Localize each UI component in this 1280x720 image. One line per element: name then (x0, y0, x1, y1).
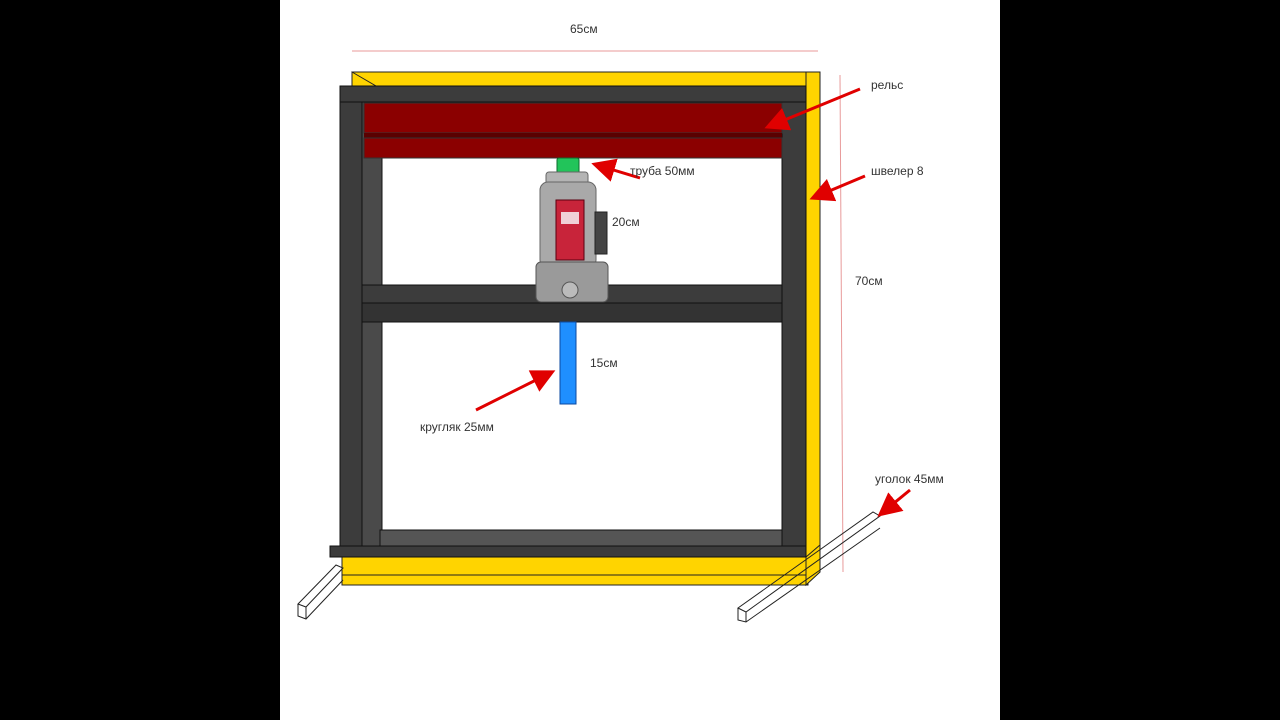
round-bar-label: кругляк 25мм (420, 420, 494, 434)
pointer-arrows (475, 87, 911, 517)
rail (363, 102, 783, 159)
angle-left (297, 564, 344, 620)
height-dimension-line (839, 74, 844, 573)
pipe-label: труба 50мм (630, 164, 695, 178)
width-label: 65см (570, 22, 598, 36)
jack-height-label: 20см (612, 215, 640, 229)
channel-label: швелер 8 (871, 164, 924, 178)
rod-length-label: 15см (590, 356, 618, 370)
bottle-jack (535, 171, 609, 303)
angle-label: уголок 45мм (875, 472, 944, 486)
rail-label: рельс (871, 78, 904, 92)
height-label: 70см (855, 274, 883, 288)
round-bar-rod (559, 321, 577, 405)
